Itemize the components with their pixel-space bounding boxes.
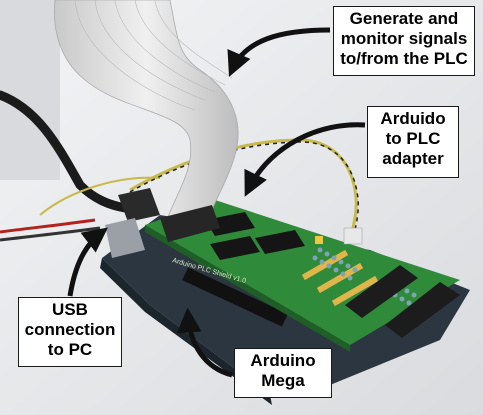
label-line: to PC [47, 340, 93, 359]
ic-chip-1 [205, 212, 255, 236]
idc-connector-1 [345, 265, 418, 318]
mega-header [182, 267, 288, 327]
ribbon-connector [160, 205, 220, 242]
ic-chip-3 [255, 230, 305, 254]
component-row [301, 249, 379, 307]
plc-shield-pcb [145, 200, 460, 345]
yellow-wire-left [39, 176, 161, 216]
label-adapter: Arduido to PLC adapter [367, 106, 459, 178]
label-line: adapter [382, 149, 444, 168]
label-line: USB [52, 300, 88, 319]
arduino-mega-edge [100, 258, 272, 405]
usb-cable [0, 90, 130, 213]
label-line: to PLC [385, 129, 441, 148]
ic-chip-2 [210, 236, 260, 260]
idc-connector-2 [385, 282, 460, 338]
arrow-mega [176, 307, 233, 378]
label-line: Generate and [349, 9, 459, 28]
label-line: Arduino [250, 351, 316, 370]
label-usb-connection: USB connection to PC [18, 297, 122, 367]
arrow-generate [227, 27, 331, 77]
adapter-connector [343, 227, 363, 245]
plc-shield-edge [145, 225, 350, 352]
usb-socket [105, 218, 145, 258]
label-line: Arduido [380, 109, 446, 128]
red-wire [0, 218, 96, 234]
arrow-adapter [244, 122, 366, 197]
label-arduino-mega: Arduino Mega [234, 348, 332, 398]
label-line: to/from the PLC [340, 49, 468, 68]
yellow-capacitor [315, 236, 323, 244]
label-line: connection [24, 320, 116, 339]
wall-top-left [0, 0, 60, 180]
label-line: monitor signals [340, 29, 468, 48]
ribbon-stripes [74, 0, 233, 111]
label-line: Mega [261, 371, 305, 390]
arrow-usb [67, 227, 108, 297]
usb-connector [118, 188, 160, 222]
label-generate-monitor: Generate and monitor signals to/from the… [333, 6, 475, 76]
